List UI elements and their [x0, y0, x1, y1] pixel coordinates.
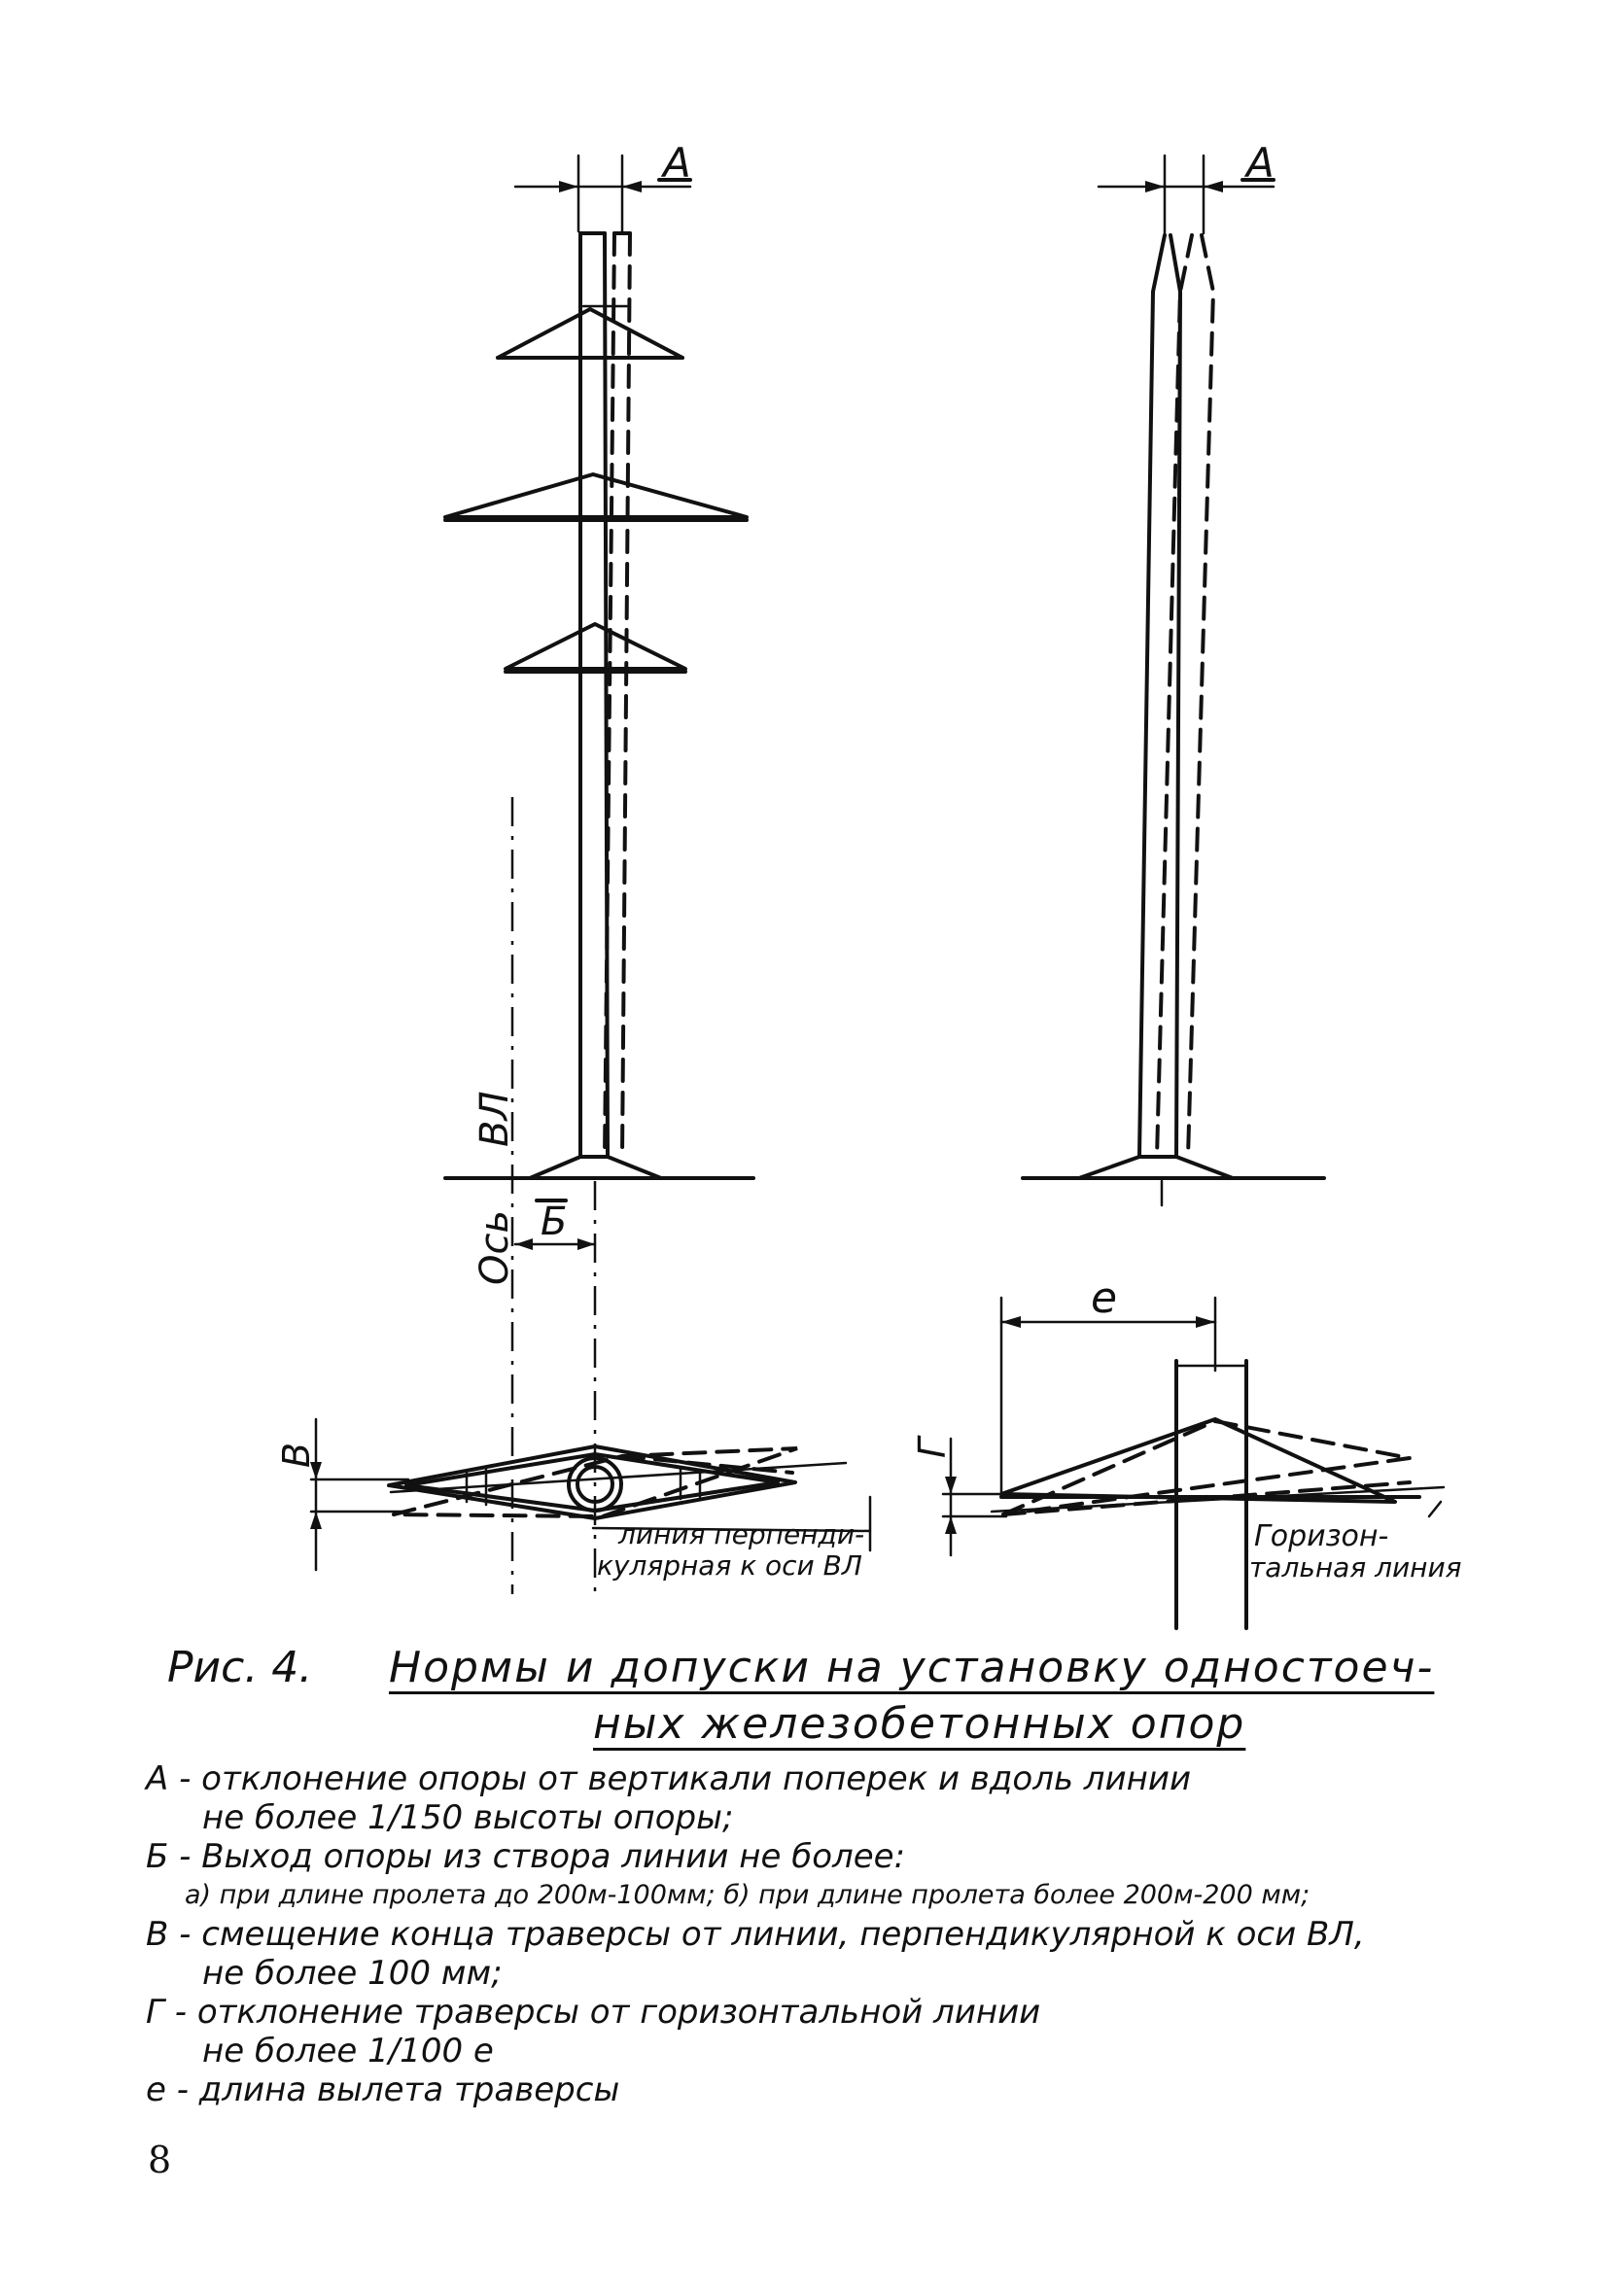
legend-item-v-cont: не более 100 мм;: [202, 1954, 503, 1993]
label-horiz-line-1: Горизон-: [1254, 1519, 1388, 1553]
legend-item-v: В - смещение конца траверсы от линии, пе…: [146, 1915, 1365, 1954]
pole-front-view: А ВЛ Ось Б: [443, 139, 755, 1594]
legend-item-a: А - отклонение опоры от вертикали попере…: [146, 1759, 1192, 1798]
legend: А - отклонение опоры от вертикали попере…: [146, 1759, 1365, 2109]
label-b: Б: [541, 1200, 567, 1244]
legend-item-b-cont: а) при длине пролета до 200м-100мм; б) п…: [185, 1880, 1310, 1910]
label-e: е: [1091, 1273, 1117, 1323]
figure-title-line-2: ных железобетонных опор: [593, 1699, 1246, 1749]
legend-item-g-cont: не более 1/100 е: [202, 2032, 494, 2070]
label-v: В: [275, 1443, 318, 1468]
figure-label: Рис. 4.: [167, 1643, 313, 1692]
crossarm-plan-view: В линия перпенди- кулярная к оси ВЛ: [275, 1417, 872, 1582]
label-os: Ось: [472, 1210, 517, 1285]
label-perp-line-2: кулярная к оси ВЛ: [597, 1549, 862, 1582]
label-g: Г: [911, 1435, 954, 1458]
legend-item-a-cont: не более 1/150 высоты опоры;: [202, 1798, 734, 1837]
legend-item-b: Б - Выход опоры из створа линии не более…: [146, 1837, 906, 1876]
label-vl: ВЛ: [472, 1091, 517, 1147]
legend-item-e: е - длина вылета траверсы: [146, 2070, 620, 2109]
label-horiz-line-2: тальная линия: [1249, 1551, 1462, 1583]
page-number: 8: [148, 2139, 172, 2181]
label-perp-line-1: линия перпенди-: [617, 1518, 864, 1550]
pole-side-view: А: [1021, 139, 1326, 1207]
crossarm-side-view: е Г Горизон- тальная линия: [911, 1273, 1462, 1630]
figure-title-line-1: Нормы и допуски на установку одностоеч-: [389, 1643, 1435, 1692]
label-a-right: А: [1243, 139, 1275, 187]
label-a-left: А: [660, 139, 691, 187]
legend-item-g: Г - отклонение траверсы от горизонтально…: [146, 1993, 1041, 2032]
